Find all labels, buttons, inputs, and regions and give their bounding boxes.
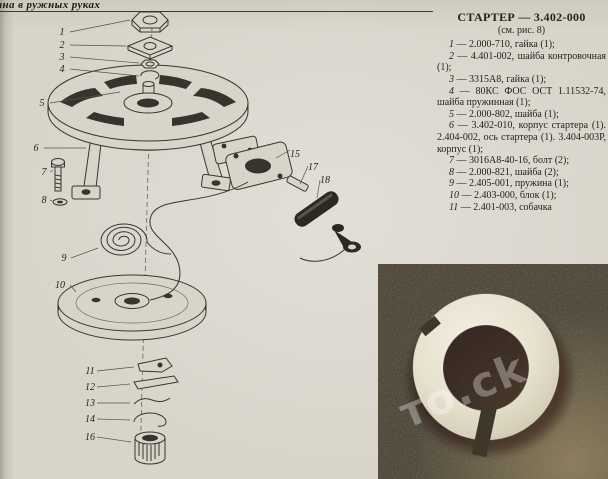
part-number: 11 — [449, 201, 459, 213]
part-number: 5 — [449, 108, 454, 120]
parts-list-item: 10 — 2.403-000, блок (1); — [437, 190, 606, 202]
callout-number: 5 — [40, 98, 45, 109]
part-description: — 2.000-802, шайба (1); — [456, 108, 559, 120]
part-description: — 3016А8-40-16, болт (2); — [456, 155, 570, 167]
parts-list-title: СТАРТЕР — 3.402-000 — [457, 10, 586, 24]
pawl-plate-part — [133, 375, 179, 390]
part-description: — 2.401-003, собачка — [460, 201, 552, 213]
callout-number: 10 — [55, 280, 65, 291]
rope-part — [149, 181, 345, 301]
pawl-part — [137, 357, 173, 373]
handle-part — [286, 175, 361, 253]
bolt-part — [51, 158, 65, 192]
parts-list-item: 7 — 3016А8-40-16, болт (2); — [437, 155, 606, 167]
part-number: 3 — [449, 73, 454, 85]
parts-list-item: 9 — 2.405-001, пружина (1); — [437, 178, 606, 190]
part-number: 6 — [449, 120, 454, 132]
part-description: — 4.401-002, шайба контровочная (1); — [437, 50, 607, 74]
parts-list-item: 5 — 2.000-802, шайба (1); — [437, 109, 606, 121]
callouts-layer: 1 2 3 4 5 6 7 8 9 10 11 12 13 14 15 16 1… — [34, 27, 331, 443]
part-number: 9 — [449, 178, 454, 190]
callout-number: 15 — [290, 149, 300, 160]
callout-number: 6 — [34, 143, 39, 154]
spring-washer-part — [140, 70, 160, 80]
part-description: — 2.403-000, блок (1); — [461, 189, 557, 201]
running-head-fragment: ина в ружных руках — [0, 0, 101, 11]
washer-slot — [471, 403, 498, 458]
part-number: 10 — [449, 189, 459, 201]
callout-number: 12 — [85, 382, 95, 393]
leader-lines — [44, 19, 321, 443]
part-number: 2 — [449, 50, 454, 62]
flywheel-part — [47, 64, 260, 165]
callout-number: 18 — [320, 175, 330, 186]
parts-list-subtitle: (см. рис. 8) — [497, 24, 546, 36]
part-description: — 80КС ФОС ОСТ 1.11532-74, шайба пружинн… — [437, 85, 606, 109]
callout-number: 17 — [308, 162, 319, 173]
lock-washer-plate-part — [126, 36, 174, 60]
callout-number: 9 — [62, 253, 67, 264]
part-description: — 2.405-001, пружина (1); — [456, 178, 569, 190]
callout-number: 1 — [60, 27, 65, 38]
callout-number: 16 — [85, 432, 95, 443]
parts-list-item: 8 — 2.000-821, шайба (2); — [437, 167, 606, 179]
parts-list-item: 3 — 3315А8, гайка (1); — [437, 74, 606, 86]
part-description: — 2.000-710, гайка (1); — [456, 39, 555, 51]
part-description: — 2.000-821, шайба (2); — [456, 166, 559, 178]
washer-photo: то.ck — [378, 264, 608, 479]
part-number: 7 — [449, 155, 454, 167]
parts-list-item: 4 — 80КС ФОС ОСТ 1.11532-74, шайба пружи… — [437, 86, 606, 109]
washer-photo-inset: то.ck — [378, 264, 608, 479]
part-description: — 3.402-010, корпус стартера (1). 2.404-… — [437, 120, 606, 155]
parts-list-item: 6 — 3.402-010, корпус стартера (1). 2.40… — [437, 120, 606, 155]
cup-part — [134, 431, 166, 465]
washer-notch — [419, 315, 441, 337]
callout-number: 4 — [60, 64, 65, 75]
spring-clip-part — [133, 397, 171, 405]
callout-number: 8 — [42, 195, 47, 206]
callout-number: 7 — [42, 167, 48, 178]
part-number: 4 — [449, 85, 454, 97]
washer-part — [52, 198, 68, 206]
callout-number: 11 — [85, 366, 94, 377]
callout-number: 14 — [85, 414, 95, 425]
starter-exploded-diagram: 1 2 3 4 5 6 7 8 9 10 11 12 13 14 15 16 1… — [34, 11, 361, 465]
parts-list-item: 11 — 2.401-003, собачка — [437, 202, 606, 214]
small-nut-part — [140, 59, 160, 69]
header-rule — [0, 11, 433, 12]
recoil-spring-part — [100, 223, 172, 256]
parts-list-item: 2 — 4.401-002, шайба контровочная (1); — [437, 51, 606, 74]
parts-list-panel: СТАРТЕР — 3.402-000 (см. рис. 8) 1 — 2.0… — [437, 10, 606, 214]
ratchet-cover-part — [225, 141, 293, 190]
callout-number: 13 — [85, 398, 95, 409]
clip-part — [133, 412, 167, 427]
callout-number: 2 — [60, 40, 65, 51]
part-number: 1 — [449, 39, 454, 51]
hex-nut-part — [131, 11, 169, 33]
part-number: 8 — [449, 166, 454, 178]
part-description: — 3315А8, гайка (1); — [456, 73, 547, 85]
rope-pulley-part — [57, 274, 207, 341]
callout-number: 3 — [59, 52, 65, 63]
parts-list-item: 1 — 2.000-710, гайка (1); — [437, 39, 606, 51]
